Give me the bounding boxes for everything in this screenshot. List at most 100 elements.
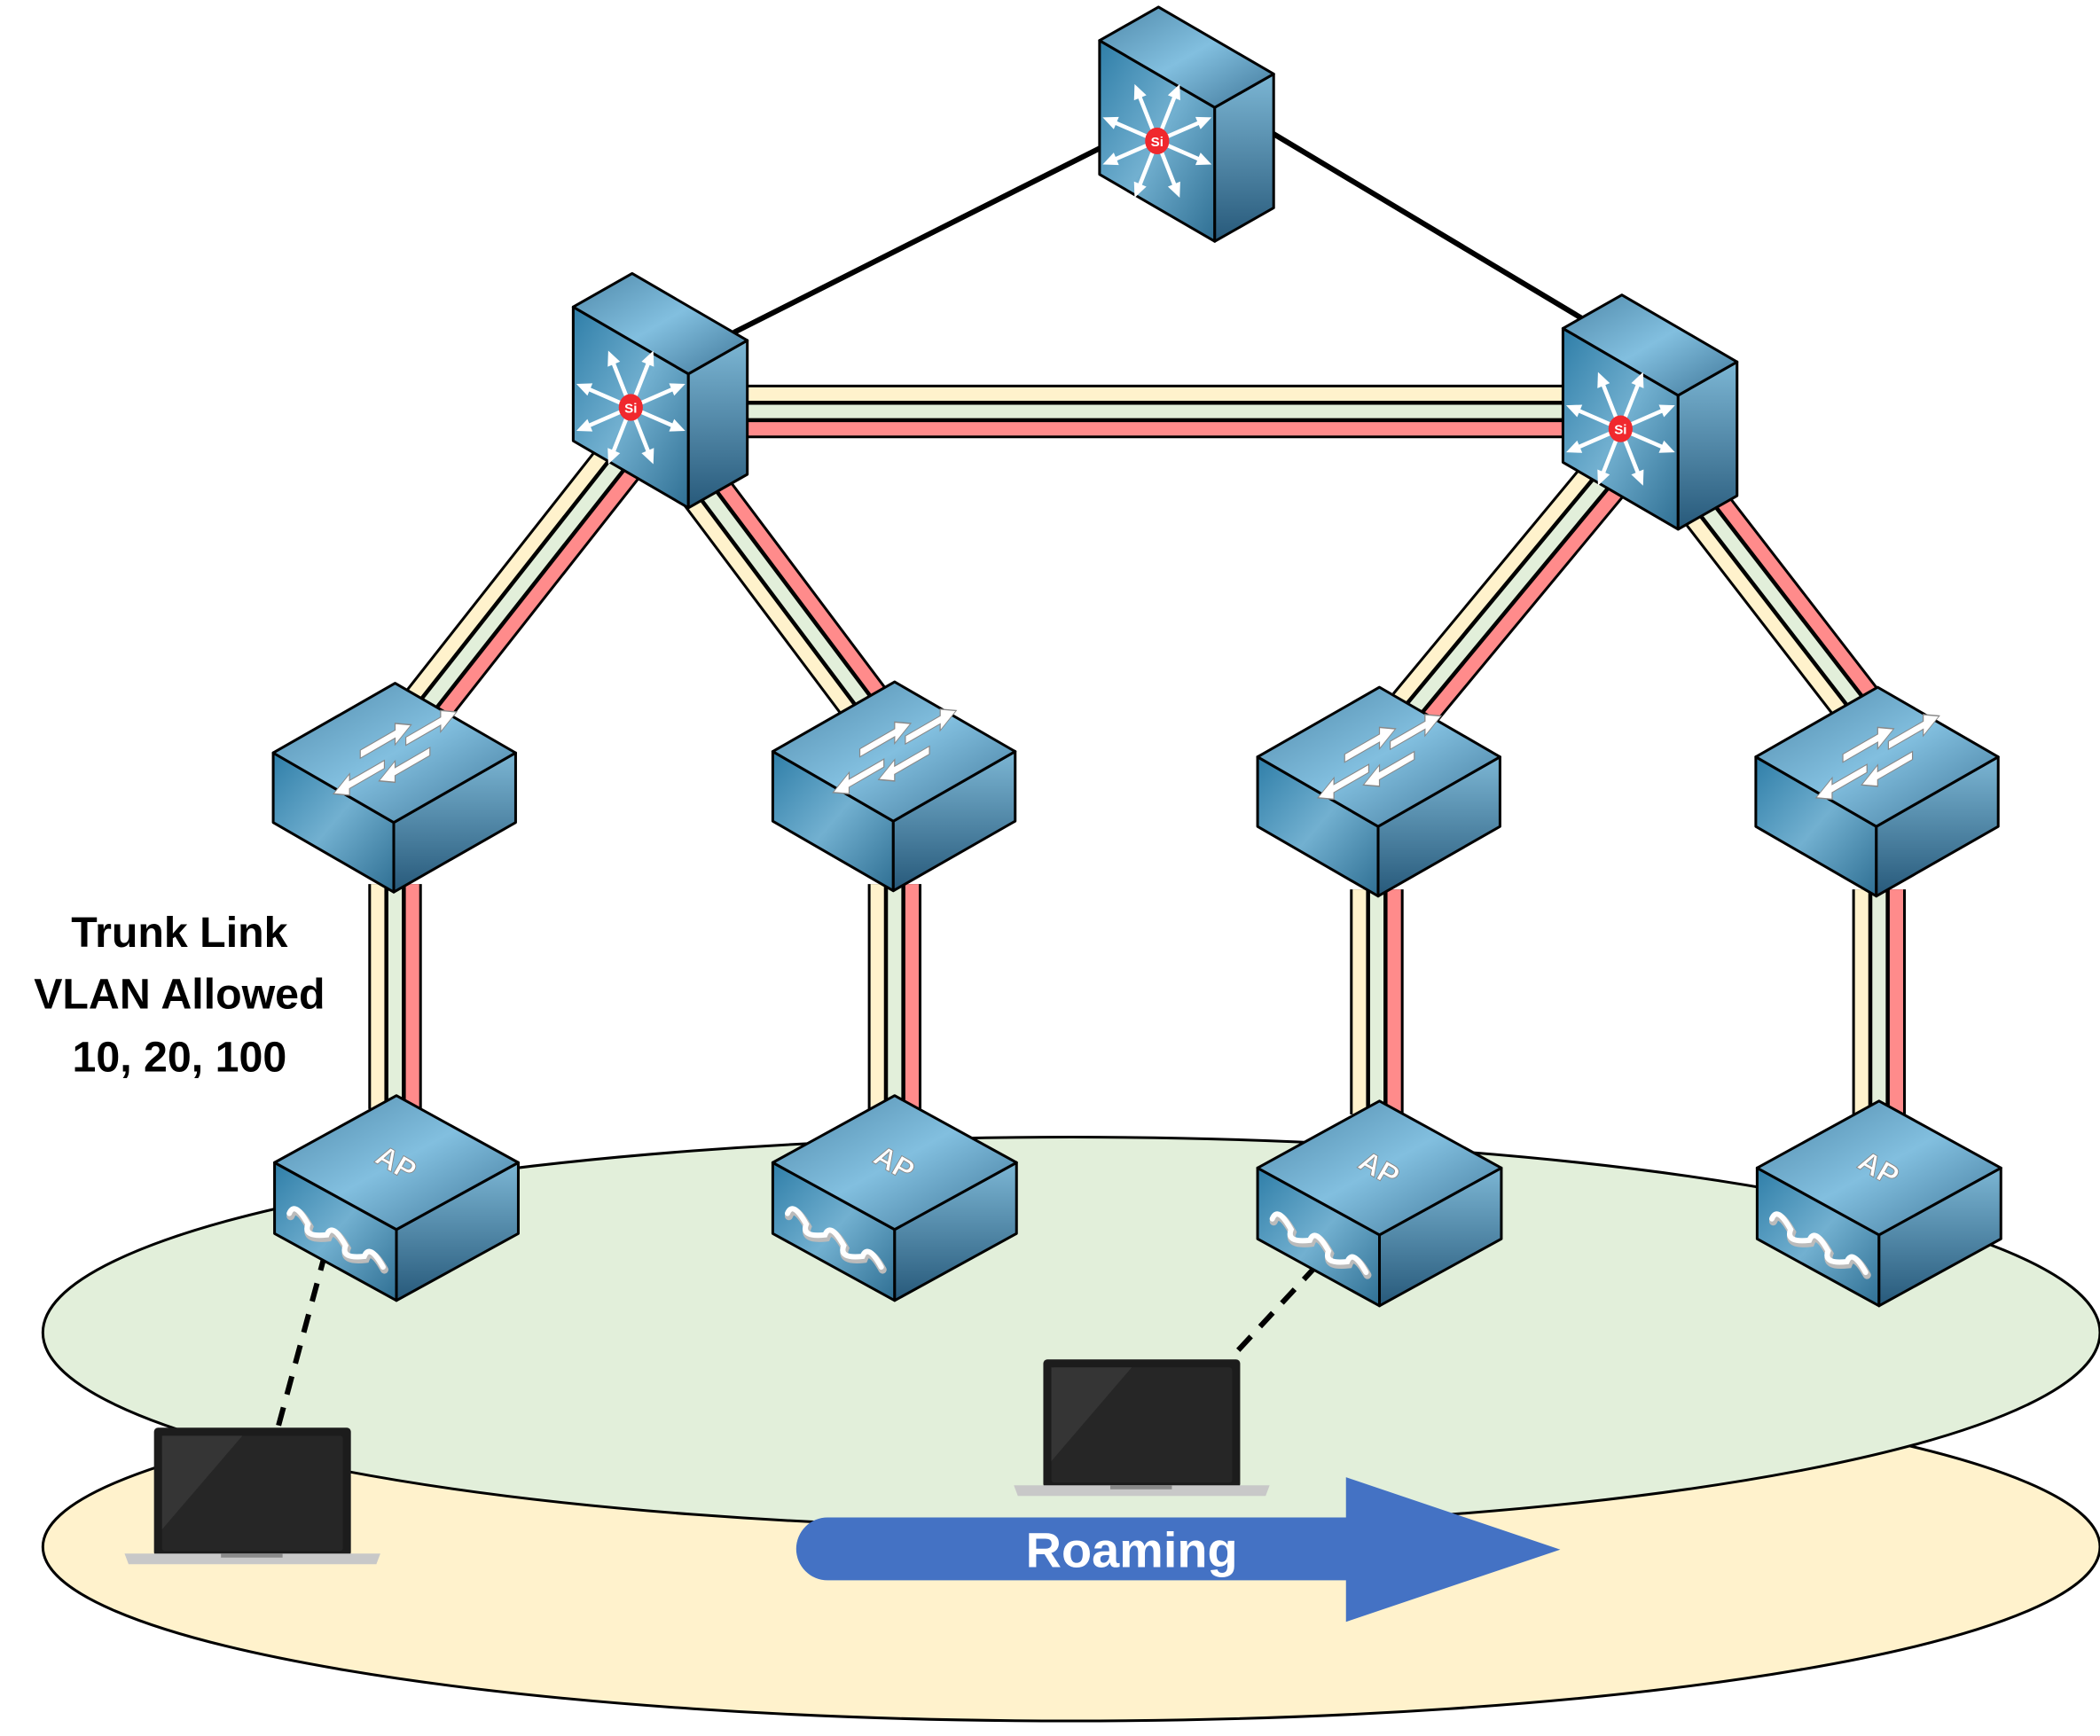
- vlan-10-stripe: [406, 447, 611, 701]
- arrow-head: [1565, 404, 1583, 418]
- arrow-head: [1658, 440, 1675, 453]
- si-label: Si: [1151, 135, 1164, 150]
- core-switch: Si: [1098, 5, 1275, 243]
- top-face: [771, 680, 1017, 823]
- arrow-left: [832, 758, 885, 795]
- arrow-head: [1102, 152, 1119, 166]
- top-face: [1561, 293, 1739, 397]
- arrow-left: [877, 745, 930, 782]
- top-face: [1256, 685, 1501, 828]
- antenna-icon: [286, 1206, 386, 1271]
- vlan-100-stripe: [707, 467, 888, 701]
- arrow-head: [607, 350, 621, 367]
- arrow-head: [576, 418, 593, 432]
- arrow-left: [332, 759, 386, 796]
- arrow-head: [1167, 83, 1180, 101]
- arrow-head: [1133, 83, 1147, 101]
- arrow-head: [1597, 469, 1610, 486]
- arrow-head: [1658, 404, 1675, 418]
- trunk-label-line1: Trunk Link: [71, 909, 287, 957]
- arrow-right: [1887, 714, 1940, 751]
- trunk-access1-ap1: [368, 884, 422, 1109]
- screen-glare: [161, 1435, 243, 1530]
- access-switch-1: [271, 682, 517, 894]
- laptop-2: [1014, 1359, 1270, 1497]
- access-switch-4: [1754, 685, 2000, 898]
- trunk-annotation: Trunk Link VLAN Allowed 10, 20, 100: [34, 909, 325, 1081]
- arrow-right: [1842, 726, 1895, 763]
- roaming-label: Roaming: [1026, 1521, 1238, 1577]
- distribution-switch-1: Si: [571, 271, 749, 510]
- top-face: [1754, 685, 2000, 828]
- core-uplink-left: [733, 145, 1102, 335]
- multilayer-switch-icon: Si: [576, 350, 686, 465]
- access-point-1: AP: [273, 1094, 520, 1302]
- vlan-20-stripe: [1407, 471, 1613, 715]
- top-face: [271, 682, 517, 825]
- vlan-100-stripe: [434, 468, 639, 723]
- vlan-10-stripe: [1394, 460, 1599, 704]
- antenna-icon: [784, 1206, 884, 1271]
- core-uplink-right: [1268, 129, 1585, 322]
- arrow-left: [1362, 750, 1415, 787]
- trunk-label-line2: VLAN Allowed: [34, 971, 325, 1019]
- arrow-right: [1389, 714, 1443, 751]
- vlan-20-stripe: [420, 457, 624, 712]
- arrow-head: [1167, 181, 1180, 199]
- arrow-head: [576, 383, 593, 396]
- top-face: [273, 1094, 520, 1232]
- roaming-arrow: Roaming: [795, 1477, 1561, 1623]
- multilayer-switch-icon: Si: [1565, 371, 1675, 486]
- trunk-dist-dist: [743, 384, 1567, 439]
- arrow-right: [905, 708, 958, 746]
- trunk-dist2-access3: [1392, 458, 1628, 728]
- laptop-hinge: [221, 1553, 283, 1558]
- access-point-3: AP: [1256, 1099, 1503, 1308]
- arrow-right: [359, 723, 412, 760]
- trunk-dist1-access1: [404, 445, 640, 724]
- top-face: [1098, 5, 1275, 109]
- arrow-left: [1316, 763, 1370, 801]
- arrow-head: [669, 383, 686, 396]
- si-label: Si: [624, 402, 637, 417]
- switch-arrows-icon: [832, 708, 958, 795]
- top-face: [1755, 1099, 2002, 1237]
- arrow-head: [1631, 469, 1644, 486]
- arrow-left: [1814, 763, 1868, 801]
- arrow-head: [641, 448, 654, 465]
- top-face: [571, 271, 749, 376]
- roaming-arrow-shape: [795, 1477, 1561, 1623]
- vlan-100-stripe: [1706, 483, 1881, 704]
- top-face: [1256, 1099, 1503, 1237]
- antenna-icon: [1269, 1211, 1369, 1276]
- si-label: Si: [1614, 423, 1626, 438]
- access-point-2: AP: [771, 1094, 1018, 1302]
- trunk-access3-ap3: [1350, 889, 1404, 1114]
- vlan-20-stripe: [693, 478, 874, 712]
- vlan-100-stripe: [1421, 482, 1626, 726]
- vlan-10-stripe: [1679, 504, 1853, 725]
- trunk-dist2-access4: [1677, 481, 1884, 727]
- arrow-head: [1631, 371, 1644, 388]
- access-switch-3: [1256, 685, 1501, 898]
- arrow-head: [1102, 116, 1119, 129]
- si-badge: [1145, 127, 1170, 155]
- clients: [124, 1359, 1270, 1565]
- arrow-head: [1133, 181, 1147, 199]
- links: [274, 129, 1907, 1432]
- antenna-icon: [1768, 1211, 1869, 1276]
- arrow-head: [607, 448, 621, 465]
- trunk-dist1-access2: [678, 465, 889, 723]
- arrow-head: [641, 350, 654, 367]
- arrow-head: [1597, 371, 1610, 388]
- laptop-1: [124, 1427, 380, 1565]
- laptop-base: [1014, 1485, 1270, 1497]
- switch-arrows-icon: [1814, 714, 1940, 801]
- arrow-right: [404, 709, 458, 747]
- wireless-link-laptop2: [1230, 1263, 1319, 1359]
- arrow-right: [858, 721, 913, 758]
- arrow-left: [378, 747, 431, 784]
- laptop-base: [124, 1553, 380, 1565]
